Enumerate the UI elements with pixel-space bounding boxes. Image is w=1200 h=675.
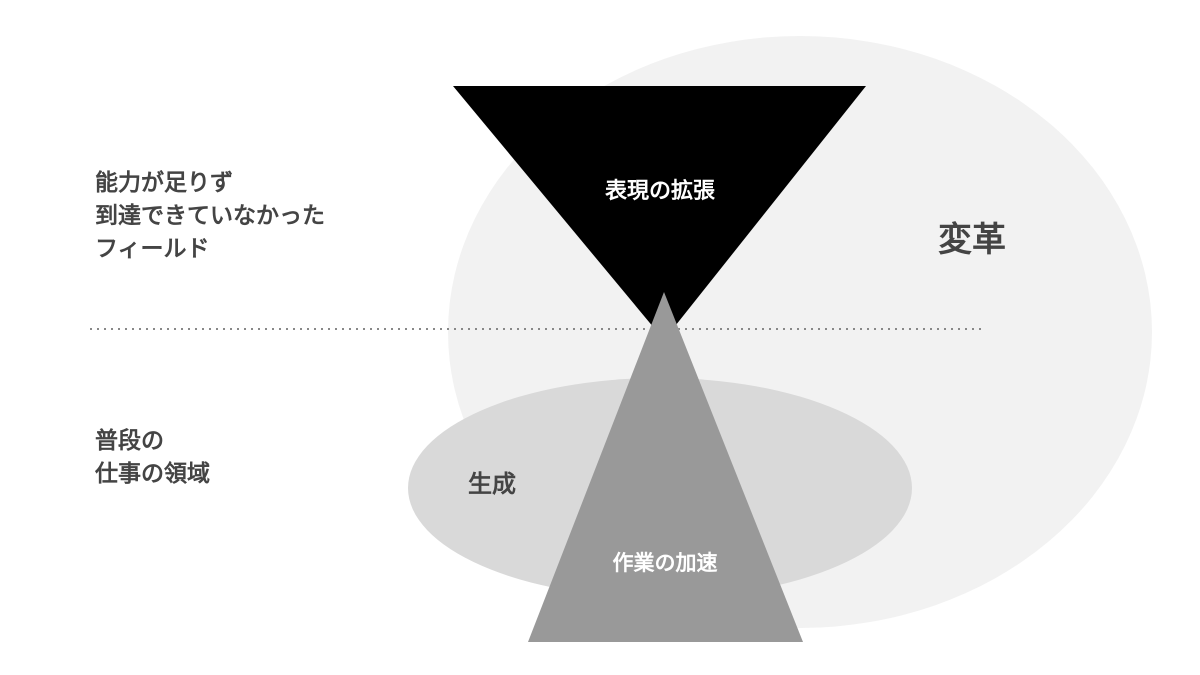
expression-inverted-triangle: [453, 86, 866, 340]
expression-label: 表現の拡張: [605, 179, 716, 204]
usual-work-line-1: 普段の: [95, 428, 164, 454]
generation-label: 生成: [468, 470, 516, 498]
capability-field-label: 能力が足りず 到達できていなかった フィールド: [95, 167, 325, 266]
transformation-label: 変革: [938, 220, 1006, 260]
capability-field-line-1: 能力が足りず: [95, 170, 233, 196]
capability-field-line-2: 到達できていなかった: [95, 203, 325, 229]
capability-field-line-3: フィールド: [95, 236, 210, 262]
usual-work-line-2: 仕事の領域: [95, 461, 210, 487]
usual-work-label: 普段の 仕事の領域: [95, 425, 210, 491]
acceleration-triangle: [528, 292, 803, 642]
acceleration-label: 作業の加速: [613, 551, 718, 575]
